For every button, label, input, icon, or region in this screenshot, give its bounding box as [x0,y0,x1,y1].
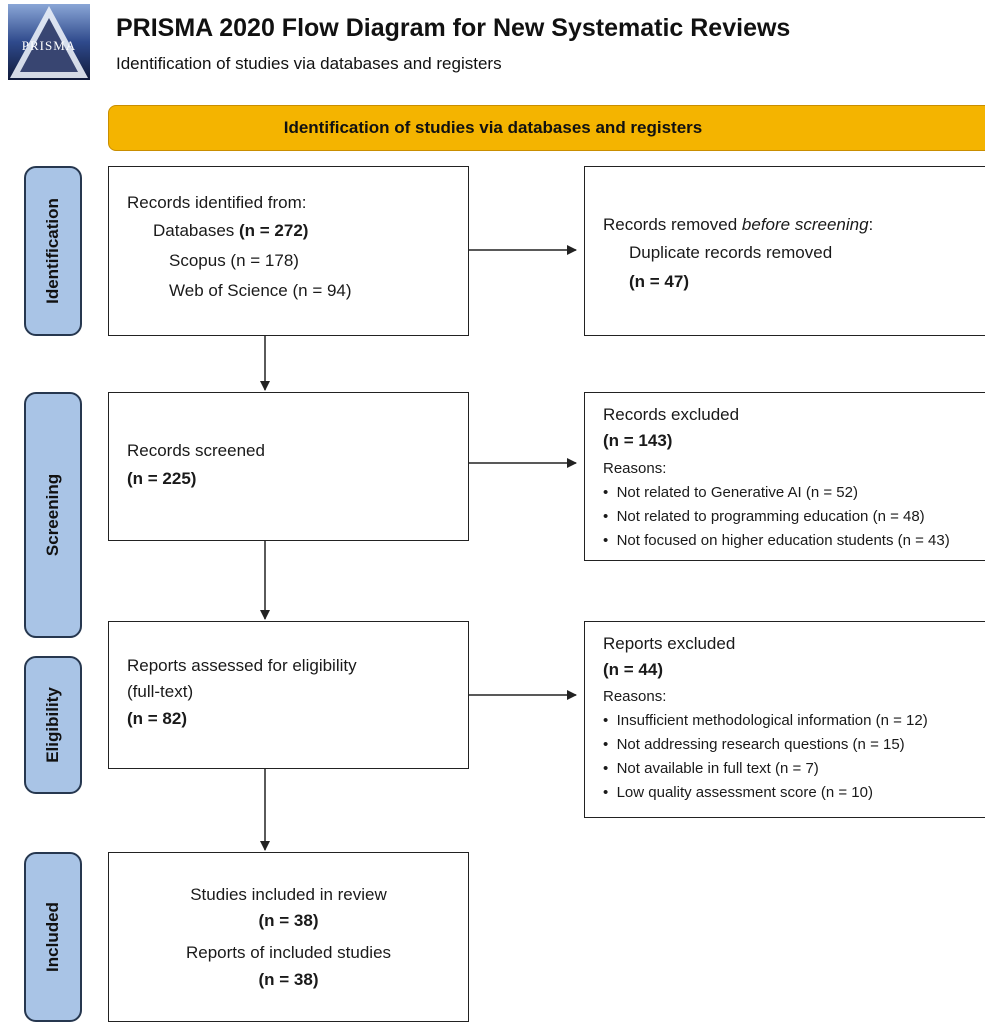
phase-included: Included [24,852,82,1022]
reports-excluded-reasons-label: Reasons: [603,688,667,705]
records-removed-heading-emph: before screening [741,215,869,234]
reason-text: Not available in full text (n = 7) [616,760,819,777]
records-excluded-count: (n = 143) [603,431,673,450]
databases-count: (n = 272) [239,221,309,240]
prisma-logo: PRISMA [8,4,90,80]
reports-assessed-label: Reports assessed for eligibility [127,656,357,675]
reason-text: Not addressing research questions (n = 1… [616,736,905,753]
reports-excluded-reason: • Insufficient methodological informatio… [603,712,928,729]
records-identified-box: Records identified from: Databases (n = … [108,166,469,336]
reports-excluded-heading: Reports excluded [603,634,736,653]
records-excluded-reason: • Not focused on higher education studen… [603,532,950,549]
records-excluded-reasons-label: Reasons: [603,460,667,477]
phase-identification: Identification [24,166,82,336]
duplicates-label: Duplicate records removed [629,243,833,262]
page-subtitle: Identification of studies via databases … [116,54,502,73]
reports-excluded-count: (n = 44) [603,660,663,679]
databases-line: Databases (n = 272) [153,221,308,241]
prisma-logo-graphic: PRISMA [8,4,90,80]
reason-text: Not focused on higher education students… [616,532,950,549]
reason-text: Insufficient methodological information … [616,712,928,729]
records-excluded-reason: • Not related to Generative AI (n = 52) [603,484,858,501]
reason-text: Not related to programming education (n … [616,508,925,525]
records-identified-heading: Records identified from: [127,193,307,212]
page-title: PRISMA 2020 Flow Diagram for New Systema… [116,14,791,42]
wos-count: Web of Science (n = 94) [169,281,352,300]
records-screened-box: Records screened (n = 225) [108,392,469,541]
phase-eligibility: Eligibility [24,656,82,794]
records-removed-heading: Records removed before screening: [603,215,873,235]
logo-text: PRISMA [22,38,76,53]
reason-text: Low quality assessment score (n = 10) [616,784,873,801]
records-screened-count: (n = 225) [127,469,197,488]
records-removed-box: Records removed before screening: Duplic… [584,166,985,336]
studies-included-count: (n = 38) [258,911,319,930]
records-excluded-reason: • Not related to programming education (… [603,508,925,525]
records-removed-heading-prefix: Records removed [603,215,738,234]
reports-excluded-reason: • Not available in full text (n = 7) [603,760,819,777]
phase-screening: Screening [24,392,82,638]
banner-label: Identification of studies via databases … [283,118,703,137]
reports-excluded-reason: • Not addressing research questions (n =… [603,736,905,753]
reports-assessed-count: (n = 82) [127,709,187,728]
identification-banner: Identification of studies via databases … [108,105,985,151]
studies-included-box: Studies included in review (n = 38) Repo… [108,852,469,1022]
studies-included-label: Studies included in review [190,885,387,904]
records-screened-label: Records screened [127,441,265,460]
reports-included-count: (n = 38) [258,970,319,989]
reports-assessed-box: Reports assessed for eligibility (full-t… [108,621,469,769]
reports-assessed-label-2: (full-text) [127,682,194,701]
records-excluded-heading: Records excluded [603,405,740,424]
reports-excluded-box: Reports excluded (n = 44) Reasons: • Ins… [584,621,985,818]
scopus-count: Scopus (n = 178) [169,251,299,270]
reason-text: Not related to Generative AI (n = 52) [616,484,858,501]
records-removed-heading-suffix: : [868,215,874,234]
reports-excluded-reason: • Low quality assessment score (n = 10) [603,784,873,801]
reports-included-label: Reports of included studies [185,943,392,962]
databases-label: Databases [153,221,235,240]
records-excluded-box: Records excluded (n = 143) Reasons: • No… [584,392,985,561]
duplicates-count: (n = 47) [629,272,689,291]
